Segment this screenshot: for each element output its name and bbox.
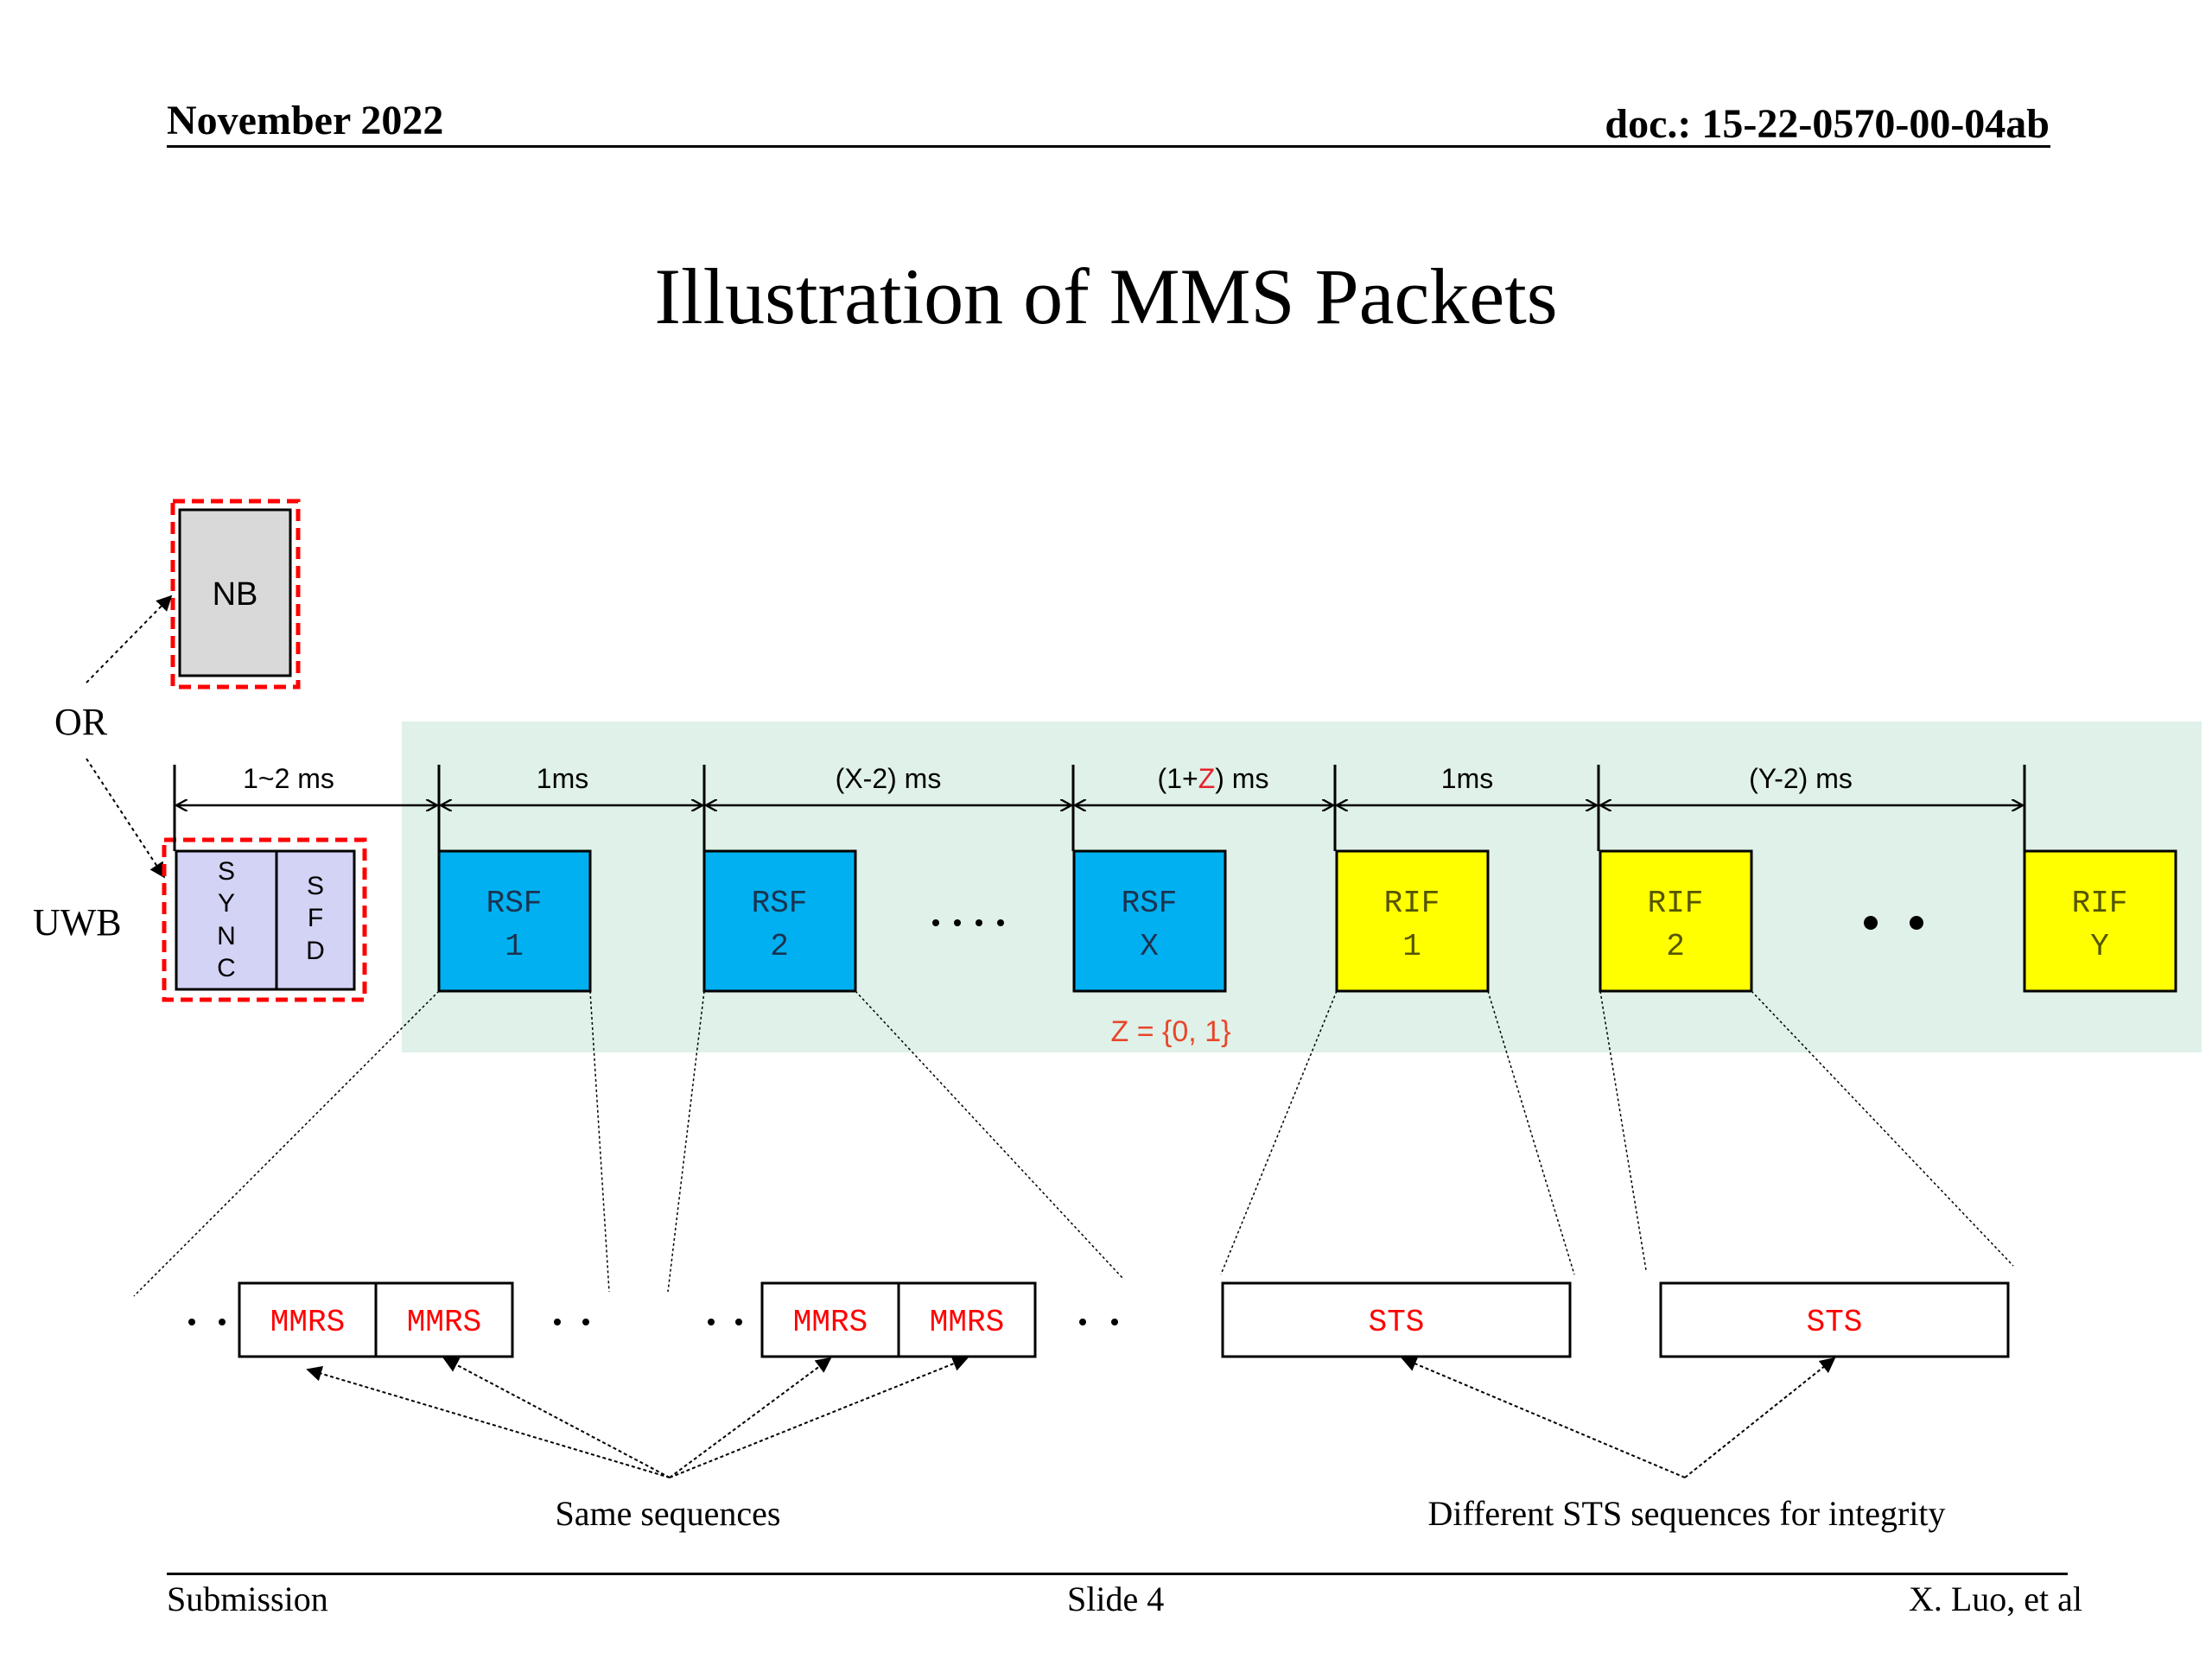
nb-dashed-outline bbox=[170, 499, 301, 690]
slide-title: Illustration of MMS Packets bbox=[654, 252, 1558, 340]
header-date: November 2022 bbox=[167, 98, 444, 143]
rif-block bbox=[2023, 849, 2177, 993]
rsf-block bbox=[437, 849, 592, 993]
dimension-ticks bbox=[173, 765, 2026, 851]
z-values-note: Z = {0, 1} bbox=[1111, 1015, 1231, 1048]
sts-sequence-arrow bbox=[1401, 1357, 1686, 1478]
expansion-line bbox=[667, 990, 705, 1293]
mmrs-cell bbox=[238, 1281, 378, 1358]
rsf-ellipsis-dot bbox=[976, 919, 982, 926]
expansion-line bbox=[133, 990, 440, 1297]
footer-slide-number: Slide 4 bbox=[1067, 1580, 1165, 1618]
expansion-line bbox=[855, 990, 1124, 1280]
mmrs-label: MMRS bbox=[407, 1305, 481, 1340]
same-sequence-arrow bbox=[669, 1357, 832, 1478]
sts-box bbox=[1659, 1281, 2010, 1358]
expansion-line bbox=[1599, 990, 1647, 1271]
sequence-ellipsis-dot bbox=[708, 1319, 715, 1325]
same-sequence-arrow bbox=[669, 1356, 969, 1478]
sts-sequence-arrow bbox=[1684, 1357, 1836, 1478]
rsf-ellipsis-dot bbox=[932, 919, 939, 926]
nb-label: NB bbox=[213, 576, 258, 613]
nb-block bbox=[178, 508, 292, 677]
sfd-letter: S bbox=[307, 872, 324, 900]
sts-label: STS bbox=[1369, 1305, 1425, 1340]
footer-submission: Submission bbox=[167, 1580, 328, 1618]
rsf-label: 2 bbox=[770, 929, 789, 964]
sync-block bbox=[175, 849, 278, 991]
mmrs-label: MMRS bbox=[270, 1305, 345, 1340]
or-to-uwb-arrow bbox=[86, 758, 165, 879]
rsf-ellipsis-dot bbox=[954, 919, 961, 926]
same-sequence-arrow bbox=[306, 1366, 671, 1478]
footer-rule bbox=[167, 1573, 2068, 1575]
same-sequences-label: Same sequences bbox=[555, 1494, 780, 1533]
sequence-ellipsis-dot bbox=[1111, 1319, 1118, 1325]
rif-ellipsis bbox=[1864, 916, 1923, 930]
rsf-block bbox=[1072, 849, 1227, 993]
rsf-block bbox=[702, 849, 857, 993]
sts-label: STS bbox=[1807, 1305, 1863, 1340]
rif-label: Y bbox=[2090, 929, 2109, 964]
rsf-label: RSF bbox=[486, 886, 543, 921]
sequence-ellipsis-dot bbox=[582, 1319, 589, 1325]
uwb-label: UWB bbox=[33, 901, 122, 944]
expansion-line bbox=[1220, 990, 1338, 1275]
duration-label: 1ms bbox=[537, 763, 588, 794]
sfd-block bbox=[275, 849, 356, 991]
rsf-label: X bbox=[1140, 929, 1159, 964]
mmrs-cell bbox=[374, 1281, 514, 1358]
rsf-label: 1 bbox=[505, 929, 524, 964]
sfd-letter: F bbox=[308, 904, 323, 932]
expansion-line bbox=[589, 990, 610, 1293]
rif-label: RIF bbox=[2072, 886, 2128, 921]
duration-label: (X-2) ms bbox=[836, 763, 942, 794]
sync-letter: N bbox=[217, 922, 236, 950]
sync-letter: C bbox=[217, 954, 236, 982]
rsf-ellipsis bbox=[932, 919, 1004, 926]
different-sts-label: Different STS sequences for integrity bbox=[1427, 1494, 1945, 1533]
duration-label: (1+Z) ms bbox=[1158, 763, 1269, 794]
green-band bbox=[402, 721, 2202, 1052]
expansion-lines bbox=[133, 990, 2014, 1297]
sts-box bbox=[1221, 1281, 1572, 1358]
sequence-ellipses bbox=[188, 1319, 1118, 1325]
mmrs-cell bbox=[760, 1281, 900, 1358]
rif-block bbox=[1335, 849, 1490, 993]
mmrs-label: MMRS bbox=[930, 1305, 1004, 1340]
rsf-ellipsis-dot bbox=[997, 919, 1004, 926]
rif-block bbox=[1599, 849, 1753, 993]
rif-ellipsis-dot bbox=[1910, 916, 1923, 930]
sequence-ellipsis-dot bbox=[219, 1319, 226, 1325]
rsf-label: RSF bbox=[752, 886, 808, 921]
header-rule bbox=[167, 145, 2050, 148]
duration-label: 1~2 ms bbox=[243, 763, 334, 794]
preamble-dashed-outline bbox=[162, 837, 367, 1002]
rif-label: RIF bbox=[1648, 886, 1704, 921]
mmrs-cell bbox=[897, 1281, 1037, 1358]
header-doc-id: doc.: 15-22-0570-00-04ab bbox=[1605, 101, 2050, 147]
sequence-ellipsis-dot bbox=[1079, 1319, 1086, 1325]
rif-label: 1 bbox=[1402, 929, 1421, 964]
rif-label: 2 bbox=[1666, 929, 1685, 964]
duration-label: (Y-2) ms bbox=[1749, 763, 1853, 794]
rsf-label: RSF bbox=[1122, 886, 1178, 921]
sync-letter: S bbox=[218, 857, 235, 886]
expansion-line bbox=[1751, 990, 2014, 1267]
or-to-nb-arrow bbox=[86, 594, 173, 683]
sequence-ellipsis-dot bbox=[735, 1319, 742, 1325]
rif-label: RIF bbox=[1384, 886, 1440, 921]
sfd-letter: D bbox=[306, 937, 325, 965]
footer-authors: X. Luo, et al bbox=[1908, 1580, 2082, 1618]
sequence-ellipsis-dot bbox=[188, 1319, 195, 1325]
sync-letter: Y bbox=[218, 889, 235, 918]
duration-label: 1ms bbox=[1441, 763, 1493, 794]
rif-ellipsis-dot bbox=[1864, 916, 1878, 930]
mmrs-label: MMRS bbox=[793, 1305, 868, 1340]
or-label: OR bbox=[54, 701, 108, 743]
sequence-ellipsis-dot bbox=[554, 1319, 561, 1325]
same-sequence-arrow bbox=[442, 1357, 671, 1478]
